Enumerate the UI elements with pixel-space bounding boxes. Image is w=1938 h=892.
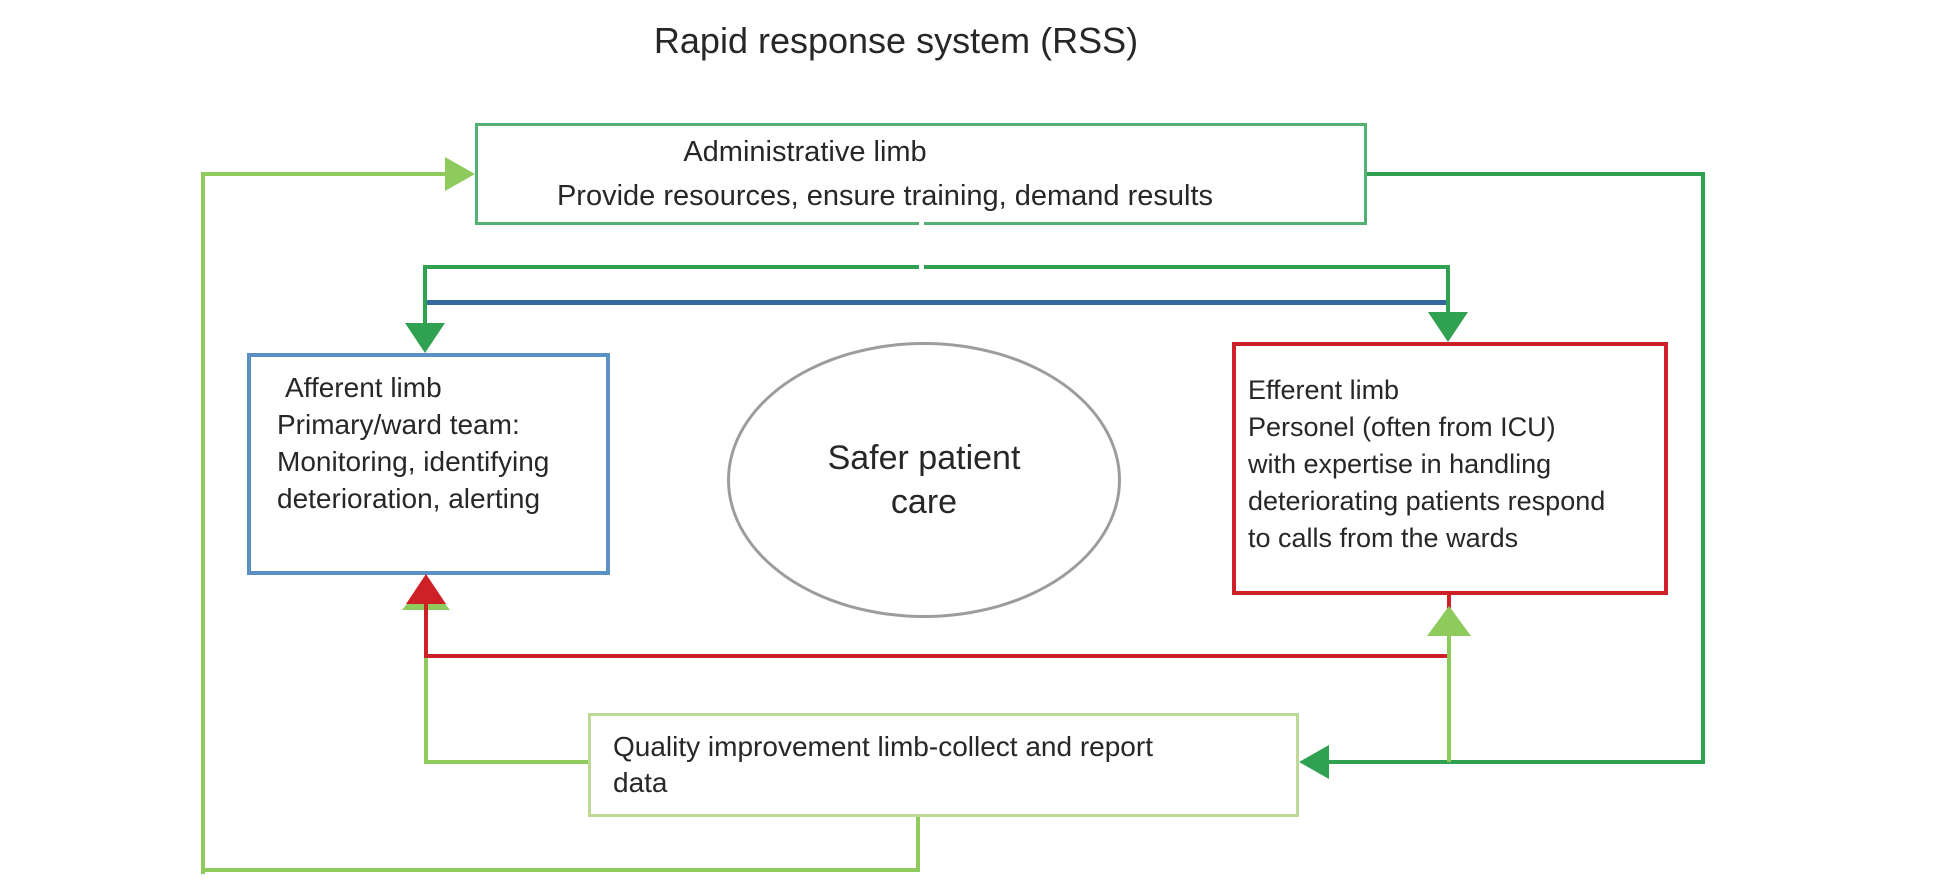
ellipse-line: Safer patient (827, 439, 1021, 477)
afferent-box-line: Afferent limb (285, 372, 442, 403)
loop-admin-to-qi-top-horizontal-line (1367, 172, 1705, 176)
afferent-box-line: Monitoring, identifying (277, 446, 550, 477)
arrowhead-lg-into-efferent-bottom-icon (1427, 606, 1471, 636)
efferent-limb-box: Efferent limb Personel (often from ICU) … (1232, 342, 1668, 595)
efferent-to-afferent-red-vertical-line (424, 600, 428, 658)
arrowhead-into-admin-icon (445, 157, 475, 191)
efferent-bottom-red-stub-line (1447, 595, 1451, 610)
loop-qi-to-admin-top-horizontal-line (201, 172, 447, 176)
afferent-limb-box: Afferent limb Primary/ward team: Monitor… (247, 353, 610, 575)
arrowhead-red-into-afferent-bottom-icon (406, 574, 446, 604)
ellipse-line: care (890, 483, 958, 521)
loop-qi-bottom-vertical-line (916, 817, 920, 872)
loop-qi-to-admin-left-vertical-line (201, 172, 205, 874)
quality-box-line: data (613, 767, 668, 798)
diagram-title: Rapid response system (RSS) (653, 20, 1139, 61)
efferent-to-afferent-red-horizontal-line (424, 654, 1447, 658)
afferent-box-line: deterioration, alerting (277, 483, 541, 514)
efferent-box-line: with expertise in handling (1248, 449, 1552, 479)
administrative-limb-box: Administrative limb Provide resources, e… (475, 123, 1367, 225)
quality-box-line: Quality improvement limb-collect and rep… (613, 731, 1153, 762)
admin-box-line1: Administrative limb (683, 136, 927, 168)
loop-admin-to-qi-right-vertical-line (1701, 172, 1705, 764)
admin-box-line2: Provide resources, ensure training, dema… (556, 180, 1214, 212)
admin-bottom-white-connector (919, 218, 924, 274)
afferent-efferent-blue-line (427, 300, 1446, 305)
qi-to-efferent-vertical-line (1447, 630, 1451, 762)
qi-to-afferent-vertical-line (424, 600, 428, 762)
afferent-box-line: Primary/ward team: (277, 409, 520, 440)
loop-qi-to-admin-bottom-horizontal-line (201, 868, 920, 872)
efferent-box-line: to calls from the wards (1248, 523, 1519, 553)
arrowhead-into-efferent-top-icon (1428, 312, 1468, 342)
admin-to-efferent-vertical-line (1446, 265, 1450, 314)
admin-to-afferent-vertical-line (423, 265, 427, 325)
efferent-box-line: Personel (often from ICU) (1248, 412, 1556, 442)
arrowhead-into-qi-icon (1299, 745, 1329, 779)
quality-improvement-limb-box: Quality improvement limb-collect and rep… (588, 713, 1299, 817)
arrowhead-into-afferent-top-icon (405, 323, 445, 353)
safer-patient-care-ellipse: Safer patient care (727, 342, 1121, 618)
efferent-box-line: deteriorating patients respond (1248, 486, 1606, 516)
admin-to-limbs-horizontal-line (423, 265, 1450, 269)
qi-to-afferent-horizontal-line (424, 760, 588, 764)
efferent-box-line: Efferent limb (1248, 375, 1400, 405)
loop-admin-to-qi-bottom-horizontal-line (1329, 760, 1705, 764)
